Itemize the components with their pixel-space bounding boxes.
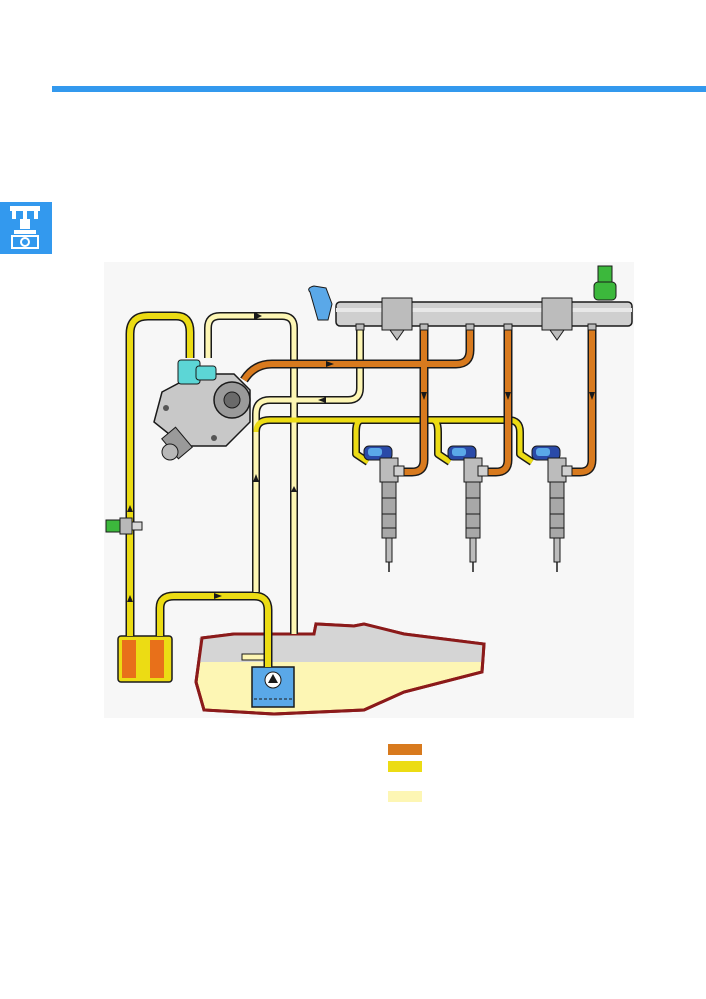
fuel-system-diagram [104, 262, 634, 718]
header-rule [52, 86, 706, 92]
high-pressure-pump [153, 373, 251, 461]
fuel-system-icon [10, 206, 40, 249]
injector-3 [531, 445, 573, 572]
injector-2 [447, 445, 489, 572]
injector-1 [363, 445, 405, 572]
legend-swatch-high-pressure [388, 744, 422, 755]
electric-fuel-pump [241, 653, 295, 708]
legend-swatch-return [388, 791, 422, 802]
fuel-temperature-sensor [105, 517, 143, 535]
legend-swatch-feed [388, 761, 422, 772]
rail-pressure-valve [308, 285, 333, 321]
high-pressure-rail [335, 297, 633, 341]
legend [388, 744, 422, 802]
section-tab[interactable] [0, 202, 52, 254]
rail-pressure-sensor [593, 265, 617, 301]
fuel-filter [117, 635, 173, 683]
pressure-control-valve [177, 359, 217, 385]
